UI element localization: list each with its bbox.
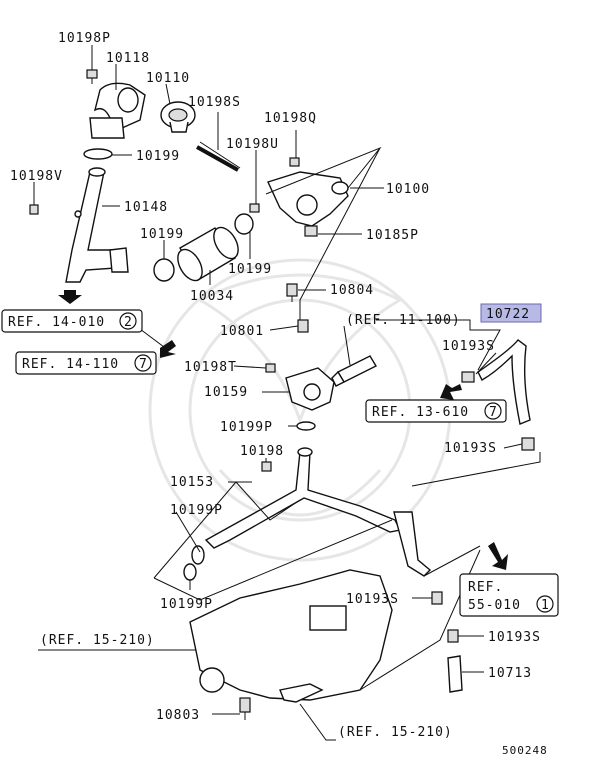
- highlight-10722[interactable]: 10722: [480, 303, 542, 323]
- ref-15-210-bottom[interactable]: (REF. 15-210): [338, 725, 453, 740]
- o-ring-10199P-mid: [191, 545, 205, 565]
- o-ring-10199P-lower: [183, 563, 197, 581]
- bolt-10198Q: [289, 157, 300, 167]
- part-labels: 10198P 10118 10110 10198S 10198Q 10199 1…: [10, 31, 541, 723]
- ref-14-010-circle: [119, 312, 137, 330]
- arrow-down-icon: [58, 290, 82, 304]
- label-10198P-top: 10198P: [58, 31, 111, 46]
- label-10801: 10801: [220, 324, 264, 339]
- label-10159: 10159: [204, 385, 248, 400]
- sensor-10801: [297, 319, 309, 333]
- label-10198S: 10198S: [188, 95, 241, 110]
- ref-15-210-left[interactable]: (REF. 15-210): [40, 633, 155, 648]
- label-10722: 10722: [486, 307, 530, 322]
- intake-manifold: [189, 569, 393, 703]
- arrow-left-down-icon: [440, 384, 462, 400]
- ref-55-010-line1: REF.: [468, 580, 503, 595]
- ref-14-010-text: REF. 14-010: [8, 315, 105, 330]
- label-10118: 10118: [106, 51, 150, 66]
- ref-14-110-box[interactable]: REF. 14-110 7: [15, 351, 157, 375]
- ref-14-010-num: 2: [124, 315, 133, 330]
- sensor-10804: [286, 283, 298, 302]
- arrow-down-right-icon: [488, 542, 508, 570]
- label-10193S-d: 10193S: [488, 630, 541, 645]
- clamp-10193S-a: [461, 371, 475, 383]
- arrow-left-icon: [160, 340, 176, 358]
- bolt-10198T: [265, 363, 276, 373]
- label-10193S-b: 10193S: [444, 441, 497, 456]
- hose-10713: [431, 591, 463, 693]
- ref-13-610-num: 7: [489, 405, 498, 420]
- o-ring-right: [234, 213, 254, 235]
- o-ring-left: [153, 258, 175, 282]
- label-10803: 10803: [156, 708, 200, 723]
- label-10198T: 10198T: [184, 360, 237, 375]
- o-ring-10199P-upper: [296, 421, 316, 431]
- label-10198Q: 10198Q: [264, 111, 317, 126]
- water-pipe: [65, 167, 129, 283]
- label-10100: 10100: [386, 182, 430, 197]
- label-10199P-a: 10199P: [220, 420, 273, 435]
- bolt-10198P: [86, 69, 98, 84]
- water-inlet-housing: [285, 367, 335, 411]
- ref-14-110-num: 7: [139, 357, 148, 372]
- bolt-10198U: [249, 203, 260, 213]
- ref-13-610-text: REF. 13-610: [372, 405, 469, 420]
- ref-14-110-text: REF. 14-110: [22, 357, 119, 372]
- ref-55-010-line2: 55-010: [468, 598, 521, 613]
- label-10199P-c: 10199P: [160, 597, 213, 612]
- label-10153: 10153: [170, 475, 214, 490]
- bolt-10198V: [29, 204, 39, 215]
- label-10198: 10198: [240, 444, 284, 459]
- ref-13-610-box[interactable]: REF. 13-610 7: [365, 399, 507, 423]
- diagram-number: 500248: [502, 744, 548, 757]
- label-10193S-c: 10193S: [346, 592, 399, 607]
- water-outlet-elbow: [89, 82, 146, 139]
- label-10199-b: 10199: [140, 227, 184, 242]
- label-10199-c: 10199: [228, 262, 272, 277]
- coolant-hose: [177, 226, 239, 282]
- bolt-10198S: [196, 141, 241, 172]
- sensor-10803: [239, 697, 251, 720]
- thermostat: [160, 101, 196, 133]
- label-10804: 10804: [330, 283, 374, 298]
- label-10034: 10034: [190, 289, 234, 304]
- label-10199P-b: 10199P: [170, 503, 223, 518]
- label-10110: 10110: [146, 71, 190, 86]
- bolt-10198: [261, 461, 272, 472]
- clamp-10193S-b: [521, 437, 535, 451]
- plug-10185P: [304, 225, 318, 237]
- label-10713: 10713: [488, 666, 532, 681]
- o-ring-upper: [83, 148, 113, 160]
- ref-55-010-circle: [536, 595, 554, 613]
- label-10199-a: 10199: [136, 149, 180, 164]
- label-10198U: 10198U: [226, 137, 279, 152]
- label-10193S-a: 10193S: [442, 339, 495, 354]
- ref-14-110-circle: [134, 354, 152, 372]
- sealant-tube: [331, 355, 377, 387]
- ref-55-010-num: 1: [541, 598, 550, 613]
- water-pipe-10153: [204, 447, 432, 577]
- thermostat-housing: [267, 171, 349, 227]
- ref-13-610-circle: [484, 402, 502, 420]
- label-10198V: 10198V: [10, 169, 63, 184]
- ref-55-010-box[interactable]: REF. 55-010 1: [459, 573, 559, 617]
- ref-11-100[interactable]: (REF. 11-100): [346, 313, 461, 328]
- hose-10722: [477, 339, 531, 425]
- ref-14-010-box[interactable]: REF. 14-010 2: [1, 309, 143, 333]
- label-10148: 10148: [124, 200, 168, 215]
- label-10185P: 10185P: [366, 228, 419, 243]
- highlight-10722-box: [480, 303, 542, 323]
